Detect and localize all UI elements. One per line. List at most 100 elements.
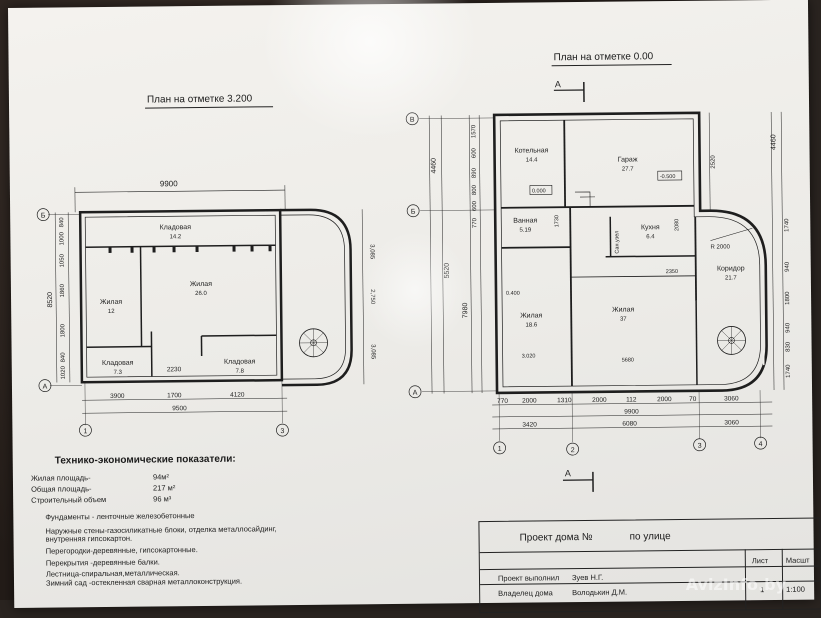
stamp-street: по улице [630,531,671,542]
upper-floor-plan: 9900 [37,177,377,439]
ground-bottom-r1-6: 2000 [657,396,672,403]
upper-left-dim-3: 1050 [60,253,66,267]
ground-plan-title: План на отметке 0.00 [553,51,653,63]
ground-axis-row-2: Б [411,209,416,216]
tep-value-1: 94м² [153,472,169,481]
stamp-scale-label: Масшт [786,556,810,565]
upper-room-area-3: 12 [108,309,115,315]
ground-room-area-4: 6.4 [646,234,655,240]
section-mark-bottom: А [565,468,571,478]
ground-room-name-3: Ванная [513,217,537,224]
ground-bottom-r2-1: 3420 [522,421,537,428]
ground-room-name-4: Кухня [641,224,660,231]
ground-bottom-r2-3: 3060 [724,419,739,426]
ground-bottom-r1-5: 112 [626,396,637,403]
tep-value-3: 96 м³ [153,494,171,503]
upper-bottom-dim-1: 3900 [110,393,125,400]
ground-room-area-1: 14.4 [526,157,538,163]
note-3: внутренняя гипсокартон. [46,535,133,544]
ground-axis-col-3: 3 [698,443,702,450]
upper-right-dim-3: 3,085 [370,344,376,360]
ground-floor-plan: А А [406,77,793,494]
tep-label-2: Общая площадь- [31,484,92,494]
ground-room-name-7: Коридор [717,265,745,272]
upper-bottom-dim-2: 1700 [167,392,182,399]
note-4: Перегородки-деревянные, гипсокартонные. [46,546,198,556]
ground-room-area-2: 27.7 [622,166,634,172]
ground-axis-row-3: А [413,390,418,397]
upper-room-name-5: Кладовая [224,358,256,365]
tep-label-3: Строительный объем [31,495,106,505]
ground-bottom-r1-3: 1310 [557,397,572,404]
ground-right-dim-8: 1740 [786,364,792,378]
ground-room-area-6: 37 [620,317,627,323]
ground-bottom-r1-7: 70 [689,396,697,403]
ground-left-small-6: 770 [472,217,478,228]
upper-room-name-4: Кладовая [102,360,134,367]
stamp-sheet-label: Лист [752,556,768,565]
upper-left-dim-2: 1000 [59,231,65,245]
note-5: Перекрытия -деревянные балки. [46,558,160,567]
ground-room-area-5: 18.6 [525,322,537,328]
ground-left-small-1: 1570 [471,124,477,138]
ground-right-dim-2: 2520 [711,155,717,169]
upper-plan-title: План на отметке 3.200 [147,93,252,105]
ground-inner-dim-5: 0.400 [506,291,520,297]
stamp-owner-name: Володькин Д.М. [572,588,627,598]
ground-room-name-2: Гараж [618,156,638,163]
upper-room-area-4: 7.3 [114,370,123,376]
tep-title: Технико-экономические показатели: [55,454,236,467]
ground-bottom-r1-4: 2000 [592,397,607,404]
ground-bottom-r1-1: 770 [497,398,508,405]
stamp-performed-name: Зуев Н.Г. [572,573,603,582]
ground-right-dim-5: 1800 [785,291,791,305]
photo-background: 9900 [0,0,800,600]
ground-room-area-7: 21.7 [725,275,737,281]
ground-left-small-2: 600 [471,147,477,158]
ground-inner-dim-2: 5680 [622,357,634,363]
upper-room-area-5: 7.8 [236,369,245,375]
upper-room-area-2: 26.0 [195,291,207,297]
upper-room-area-1: 14.2 [170,234,182,240]
title-block: Проект дома № по улице Проект выполнил З… [478,518,821,614]
ground-right-dim-1: 4460 [770,134,777,150]
ground-axis-col-2: 2 [571,447,575,454]
stamp-owner-label: Владелец дома [498,588,553,598]
upper-overall-depth: 8520 [47,292,54,308]
ground-level-1: 0.000 [532,188,546,194]
upper-left-dim-1: 840 [59,217,65,228]
upper-axis-row-1: Б [41,213,46,220]
upper-left-dim-5: 1800 [60,323,66,337]
tep-value-2: 217 м² [153,483,175,492]
ground-left-dim-1: 4460 [431,158,438,174]
ground-right-dim-7: 830 [786,341,792,352]
ground-right-dim-6: 940 [785,322,791,333]
watermark: AvizInfo.by [686,575,786,594]
upper-room-name-1: Кладовая [160,224,192,231]
section-mark-top: А [555,79,561,89]
ground-left-small-3: 890 [472,167,478,178]
ground-inner-dim-1: 3.020 [522,353,536,359]
stamp-scale-val: 1:100 [786,585,805,594]
ground-bottom-r1-8: 3060 [724,395,739,402]
upper-left-dim-6: 840 [61,352,67,363]
ground-bottom-r1-2: 2000 [522,397,537,404]
upper-right-dim-1: 3,085 [368,244,374,260]
upper-inner-dim: 2230 [167,366,182,373]
ground-inner-dim-6: 1730 [554,215,560,227]
stamp-performed-label: Проект выполнил [498,573,559,583]
upper-room-name-3: Жилая [100,299,122,306]
upper-bottom-total: 9500 [172,405,187,412]
ground-right-dim-3: 1740 [784,218,790,232]
ground-inner-dim-3: 2350 [666,269,678,275]
stamp-project: Проект дома № [520,532,593,544]
ground-left-dim-2: 5520 [444,263,451,279]
ground-axis-row-1: В [410,117,415,124]
ground-room-name-5: Жилая [520,312,542,319]
upper-axis-col-1: 1 [83,428,87,435]
ground-right-dim-4: 940 [785,261,791,272]
ground-room-name-1: Котельная [515,147,549,154]
upper-right-dim-2: 2,750 [369,289,375,305]
ground-bottom-total: 9900 [624,408,639,415]
tep-label-1: Жилая площадь- [31,473,91,483]
